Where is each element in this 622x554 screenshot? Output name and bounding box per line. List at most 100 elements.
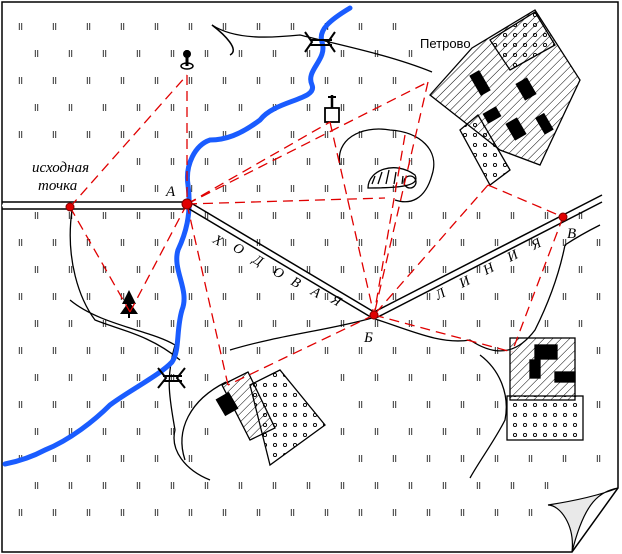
bridge-icon <box>304 31 336 53</box>
grass-symbol: ll <box>408 212 413 222</box>
grass-symbol: ll <box>544 266 549 276</box>
grass-symbol: ll <box>596 347 601 357</box>
grass-symbol: ll <box>136 158 141 168</box>
grass-symbol: ll <box>102 482 107 492</box>
grass-symbol: ll <box>476 266 481 276</box>
grass-symbol: ll <box>154 131 159 141</box>
grass-symbol: ll <box>204 428 209 438</box>
grass-symbol: ll <box>476 320 481 330</box>
grass-symbol: ll <box>52 401 57 411</box>
grass-symbol: ll <box>86 239 91 249</box>
grass-symbol: ll <box>188 77 193 87</box>
grass-symbol: ll <box>120 77 125 87</box>
grass-symbol: ll <box>510 320 515 330</box>
grass-symbol: ll <box>154 185 159 195</box>
grass-symbol: ll <box>340 104 345 114</box>
grass-symbol: ll <box>222 239 227 249</box>
grass-symbol: ll <box>460 347 465 357</box>
grass-symbol: ll <box>238 158 243 168</box>
grass-symbol: ll <box>86 77 91 87</box>
grass-symbol: ll <box>408 374 413 384</box>
grass-symbol: ll <box>290 347 295 357</box>
grass-symbol: ll <box>154 23 159 33</box>
grass-symbol: ll <box>68 428 73 438</box>
grass-symbol: ll <box>408 50 413 60</box>
grass-symbol: ll <box>120 239 125 249</box>
grass-symbol: ll <box>340 428 345 438</box>
grass-symbol: ll <box>170 320 175 330</box>
grass-symbol: ll <box>34 212 39 222</box>
grass-symbol: ll <box>306 212 311 222</box>
grass-symbol: ll <box>460 293 465 303</box>
grass-symbol: ll <box>290 131 295 141</box>
grass-symbol: ll <box>222 23 227 33</box>
grass-symbol: ll <box>596 401 601 411</box>
grass-symbol: ll <box>188 455 193 465</box>
grass-symbol: ll <box>340 158 345 168</box>
grass-symbol: ll <box>392 455 397 465</box>
grass-symbol: ll <box>306 320 311 330</box>
grass-symbol: ll <box>374 212 379 222</box>
grass-symbol: ll <box>324 77 329 87</box>
grass-symbol: ll <box>256 347 261 357</box>
grass-symbol: ll <box>52 131 57 141</box>
grass-symbol: ll <box>18 23 23 33</box>
grass-symbol: ll <box>392 131 397 141</box>
grass-symbol: ll <box>34 374 39 384</box>
grass-symbol: ll <box>426 239 431 249</box>
grass-symbol: ll <box>68 374 73 384</box>
grass-symbol: ll <box>408 266 413 276</box>
grass-symbol: ll <box>154 455 159 465</box>
grass-symbol: ll <box>408 482 413 492</box>
grass-symbol: ll <box>86 23 91 33</box>
grass-symbol: ll <box>408 428 413 438</box>
grass-symbol: ll <box>68 50 73 60</box>
grass-symbol: ll <box>188 293 193 303</box>
grass-symbol: ll <box>476 482 481 492</box>
grass-symbol: ll <box>392 293 397 303</box>
grass-symbol: ll <box>340 374 345 384</box>
grass-symbol: ll <box>188 509 193 519</box>
grass-symbol: ll <box>204 266 209 276</box>
grass-symbol: ll <box>272 212 277 222</box>
grass-symbol: ll <box>290 77 295 87</box>
grass-symbol: ll <box>136 482 141 492</box>
village-southeast <box>506 337 584 441</box>
grass-symbol: ll <box>290 509 295 519</box>
grass-symbol: ll <box>460 401 465 411</box>
grass-symbol: ll <box>306 266 311 276</box>
grass-symbol: ll <box>290 185 295 195</box>
grass-symbol: ll <box>102 50 107 60</box>
grass-symbol: ll <box>510 212 515 222</box>
grass-symbol: ll <box>86 347 91 357</box>
water-tower-icon <box>324 95 340 123</box>
grass-symbol: ll <box>120 401 125 411</box>
grass-symbol: ll <box>562 239 567 249</box>
grass-symbol: ll <box>68 320 73 330</box>
road-secondary <box>211 24 234 56</box>
grass-symbol: ll <box>306 158 311 168</box>
grass-symbol: ll <box>358 401 363 411</box>
grass-symbol: ll <box>120 131 125 141</box>
grass-symbol: ll <box>170 158 175 168</box>
point-b-label: Б <box>363 330 373 346</box>
grass-symbol: ll <box>528 455 533 465</box>
grass-symbol: ll <box>290 239 295 249</box>
grass-symbol: ll <box>52 509 57 519</box>
grass-symbol: ll <box>204 482 209 492</box>
grass-symbol: ll <box>426 293 431 303</box>
grass-symbol: ll <box>52 293 57 303</box>
grass-symbol: ll <box>222 509 227 519</box>
grass-symbol: ll <box>204 212 209 222</box>
grass-symbol: ll <box>222 77 227 87</box>
grass-symbol: ll <box>154 401 159 411</box>
grass-symbol: ll <box>596 455 601 465</box>
grass-symbol: ll <box>494 455 499 465</box>
grass-symbol: ll <box>102 374 107 384</box>
grass-symbol: ll <box>460 509 465 519</box>
grass-symbol: ll <box>340 266 345 276</box>
grass-symbol: ll <box>544 212 549 222</box>
grass-symbol: ll <box>306 482 311 492</box>
grass-symbol: ll <box>120 23 125 33</box>
grass-symbol: ll <box>154 347 159 357</box>
